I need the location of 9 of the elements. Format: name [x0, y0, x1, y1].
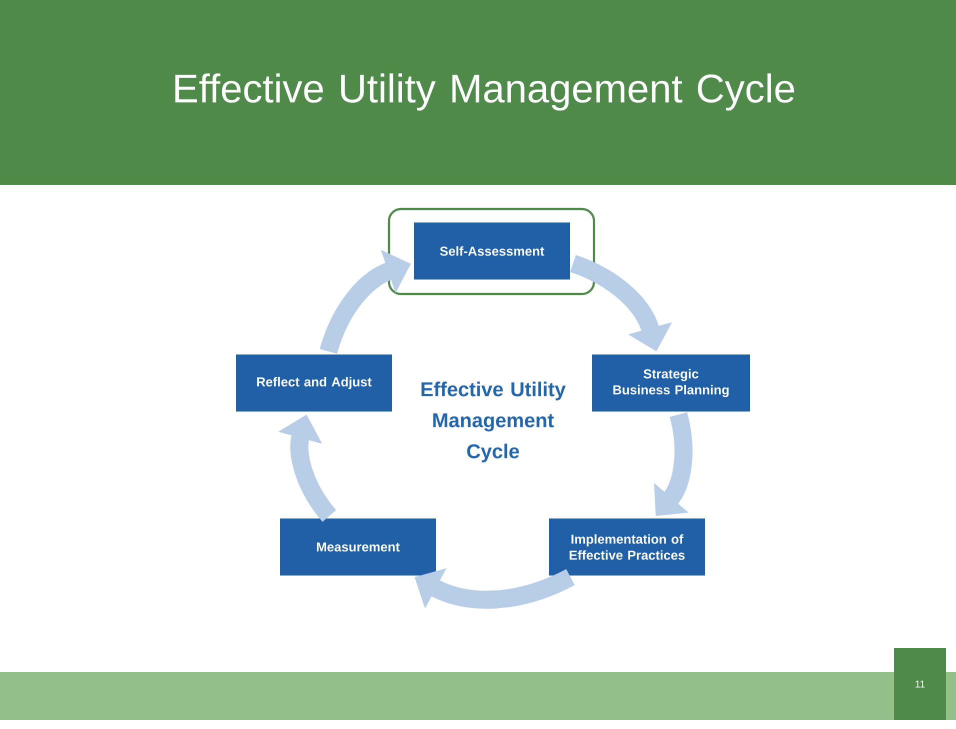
process-box: Strategic Business Planning — [592, 354, 750, 412]
process-box: Self-Assessment — [414, 222, 570, 280]
process-box: Reflect and Adjust — [236, 354, 392, 412]
title: Effective Utility Management Cycle — [175, 73, 794, 111]
process-box: Implementation of Effective Practices — [549, 518, 705, 576]
cycle-arrow — [654, 412, 692, 516]
center-title: Effective Utility Management Cycle — [422, 382, 566, 462]
process-box: Measurement — [280, 518, 436, 576]
page-number: 11 — [894, 648, 946, 720]
